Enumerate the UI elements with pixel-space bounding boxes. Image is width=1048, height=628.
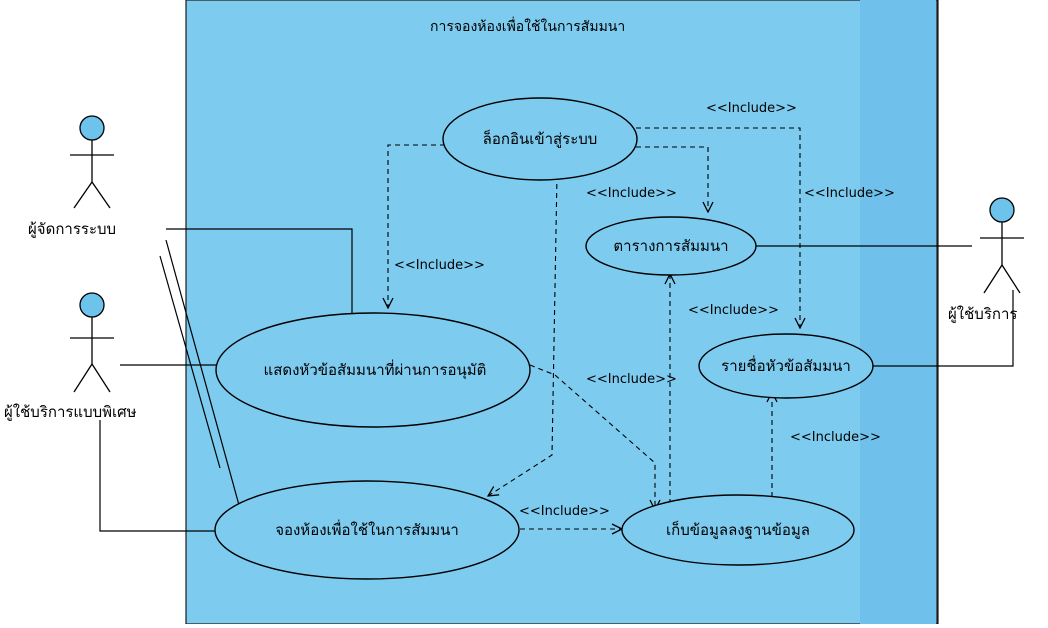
include-label-5: <<Include>> [688, 303, 779, 318]
use-case-book-room-label: จองห้องเพื่อใช้ในการสัมมนา [275, 519, 459, 539]
use-case-book-room-shape [214, 480, 520, 580]
assoc-admin-show-topics [166, 228, 353, 318]
actor-special-user-label: ผู้ใช้บริการแบบพิเศษ [4, 403, 137, 421]
use-case-login-label: ล็อกอินเข้าสู่ระบบ [483, 129, 598, 148]
use-case-show-topics-label: แสดงหัวข้อสัมมนาที่ผ่านการอนุมัติ [264, 359, 487, 380]
include-label-6: <<Include>> [586, 372, 677, 387]
assoc-admin-book-room [165, 239, 243, 517]
include-label-7: <<Include>> [790, 430, 881, 445]
actor-special-user-leg-right [91, 363, 111, 393]
include-label-1: <<Include>> [706, 101, 797, 116]
actor-user[interactable] [980, 197, 1024, 294]
use-case-login-shape [442, 97, 638, 181]
use-case-login[interactable]: ล็อกอินเข้าสู่ระบบ [442, 97, 638, 181]
use-case-book-room[interactable]: จองห้องเพื่อใช้ในการสัมมนา [214, 480, 520, 580]
dependencies [388, 127, 800, 529]
actor-user-label: ผู้ใช้บริการ [948, 305, 1017, 323]
actor-admin-leg-left [73, 181, 93, 209]
use-case-schedule-label: ตารางการสัมมนา [613, 237, 728, 255]
actor-admin-leg-right [91, 181, 111, 209]
system-title: การจองห้องเพื่อใช้ในการสัมมนา [430, 17, 625, 35]
include-label-2: <<Include>> [586, 186, 677, 201]
assoc-special-user-book-room [99, 420, 218, 532]
assoc-user-list-topics [873, 290, 1014, 367]
use-cases: ล็อกอินเข้าสู่ระบบ ตารางการสัมมนา แสดงหั… [214, 97, 874, 580]
actor-special-user[interactable] [70, 292, 114, 393]
actor-user-head [989, 197, 1015, 223]
associations [99, 228, 1014, 532]
dep-login-list-topics [636, 127, 800, 328]
use-case-save-db[interactable]: เก็บข้อมูลลงฐานข้อมูล [621, 494, 855, 566]
actor-admin-head [79, 115, 105, 141]
use-case-save-db-shape [621, 494, 855, 566]
actor-user-leg-right [1001, 264, 1021, 294]
dep-login-show-topics [388, 144, 445, 308]
actor-special-user-leg-left [73, 363, 93, 393]
use-case-show-topics-shape [215, 312, 531, 428]
include-label-4: <<Include>> [394, 258, 485, 273]
use-case-list-topics[interactable]: รายชื่อหัวข้อสัมมนา [698, 333, 874, 399]
use-case-schedule[interactable]: ตารางการสัมมนา [585, 216, 757, 276]
include-label-8: <<Include>> [519, 504, 610, 519]
dep-login-schedule [636, 146, 708, 212]
assoc-admin-special-user [159, 255, 221, 469]
dep-show-topics-save-db [529, 364, 655, 510]
actor-admin[interactable] [70, 115, 114, 209]
include-label-3: <<Include>> [804, 186, 895, 201]
actor-user-leg-left [983, 264, 1003, 294]
use-case-save-db-label: เก็บข้อมูลลงฐานข้อมูล [666, 520, 810, 539]
use-case-list-topics-shape [698, 333, 874, 399]
use-case-show-topics[interactable]: แสดงหัวข้อสัมมนาที่ผ่านการอนุมัติ [215, 312, 531, 428]
use-case-list-topics-label: รายชื่อหัวข้อสัมมนา [721, 355, 851, 375]
include-labels: <<Include>> <<Include>> <<Include>> <<In… [394, 101, 895, 519]
actor-special-user-head [79, 292, 105, 318]
system-boundary-accent [860, 0, 936, 624]
actor-admin-label: ผู้จัดการระบบ [28, 220, 116, 238]
dep-login-book-room [488, 174, 558, 496]
use-case-schedule-shape [585, 216, 757, 276]
